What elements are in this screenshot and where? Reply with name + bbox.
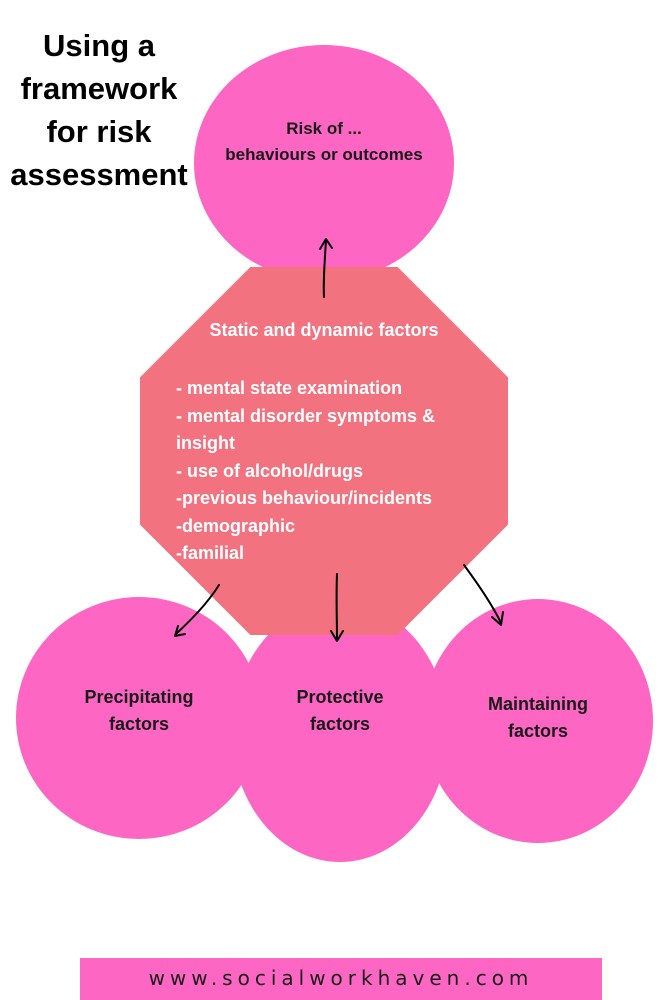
factor-item: - mental disorder symptoms & (176, 405, 436, 426)
maintaining-label-line: factors (507, 721, 569, 741)
risk-label-line: Risk of ... (286, 119, 362, 138)
footer-bar (80, 958, 602, 1000)
factor-item: -familial (176, 543, 245, 563)
protective-circle (232, 602, 448, 862)
factor-item: -demographic (176, 515, 296, 536)
precipitating-circle (16, 597, 262, 839)
protective-label-line: factors (309, 714, 371, 734)
title-line: for risk (46, 114, 152, 149)
title-line: assessment (10, 157, 188, 192)
title-line: framework (20, 71, 178, 106)
title-line: Using a (43, 28, 155, 63)
precipitating-label-line: Precipitating (84, 687, 194, 707)
footer-url: www.socialworkhaven.com (148, 966, 534, 990)
factor-item: - use of alcohol/drugs (176, 460, 364, 481)
protective-label-line: Protective (296, 687, 384, 707)
risk-label-line: behaviours or outcomes (225, 145, 423, 164)
risk-label: Risk of ... behaviours or outcomes (194, 116, 454, 168)
precipitating-label-line: factors (108, 714, 170, 734)
factors-octagon (140, 267, 508, 635)
maintaining-label: Maintaining factors (430, 691, 646, 745)
factor-item: -previous behaviour/incidents (176, 488, 433, 508)
maintaining-circle (423, 599, 653, 843)
precipitating-label: Precipitating factors (26, 684, 252, 738)
maintaining-label-line: Maintaining (488, 694, 588, 714)
protective-label: Protective factors (240, 684, 440, 738)
diagram-title: Using a framework for risk assessment (4, 24, 194, 196)
factor-item: - mental state examination (176, 378, 403, 398)
factor-item: insight (176, 433, 235, 453)
factors-heading: Static and dynamic factors (209, 320, 439, 340)
factor-list: - mental state examination - mental diso… (176, 375, 496, 568)
